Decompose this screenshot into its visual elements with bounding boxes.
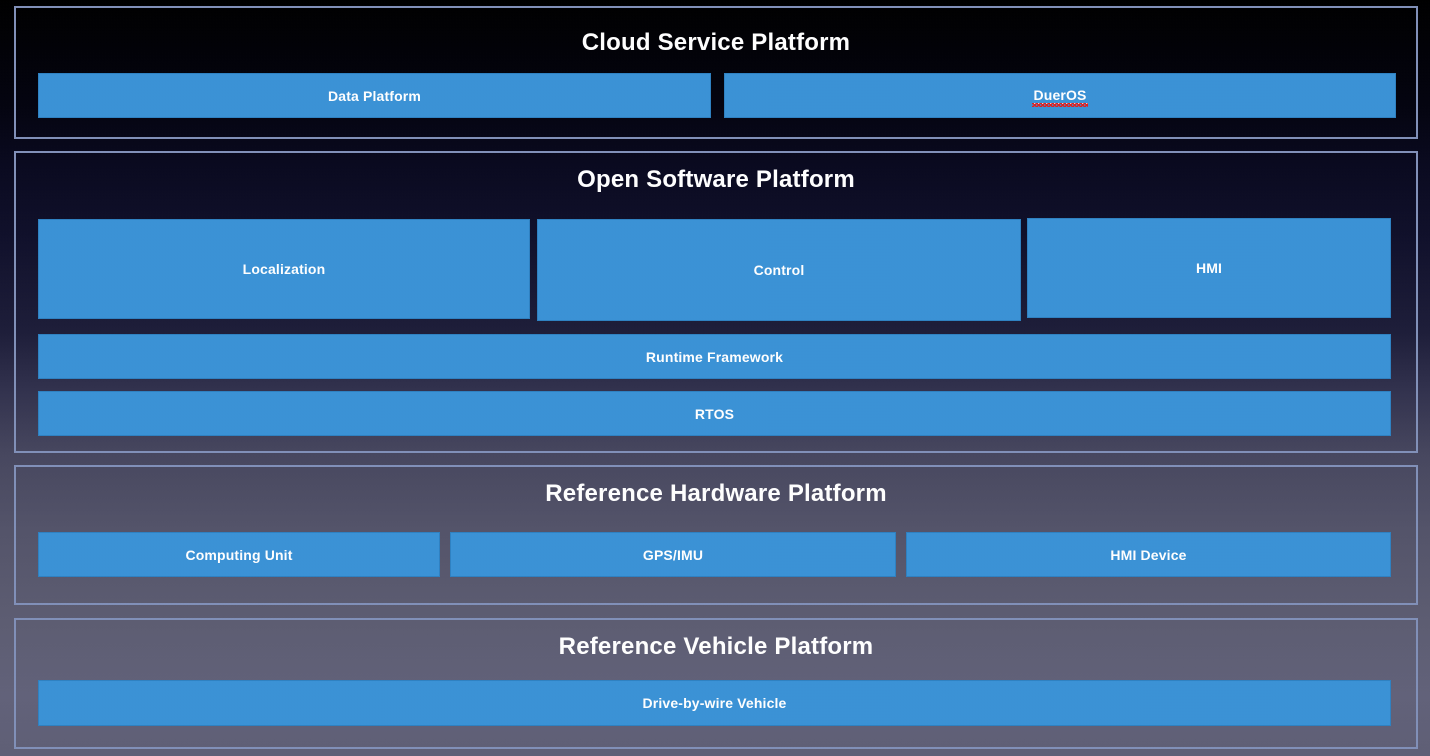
layer-title-reference-vehicle-platform: Reference Vehicle Platform xyxy=(558,633,874,660)
layer-panel-open-software-platform: Open Software Platform Localization Cont… xyxy=(14,151,1418,453)
layer-panel-cloud-service-platform: Cloud Service Platform Data Platform Due… xyxy=(14,6,1418,139)
component-box-control[interactable]: Control xyxy=(537,219,1021,321)
layer-title-cloud-service-platform: Cloud Service Platform xyxy=(581,29,851,56)
component-box-hmi-device[interactable]: HMI Device xyxy=(906,532,1391,577)
component-box-drive-by-wire-vehicle[interactable]: Drive-by-wire Vehicle xyxy=(38,680,1391,726)
component-box-gps-imu[interactable]: GPS/IMU xyxy=(450,532,896,577)
layer-panel-reference-hardware-platform: Reference Hardware Platform Computing Un… xyxy=(14,465,1418,605)
component-box-hmi[interactable]: HMI xyxy=(1027,218,1391,318)
component-box-data-platform[interactable]: Data Platform xyxy=(38,73,711,118)
component-box-runtime-framework[interactable]: Runtime Framework xyxy=(38,334,1391,379)
component-label-dueros: DuerOS xyxy=(1033,87,1087,103)
layer-title-reference-hardware-platform: Reference Hardware Platform xyxy=(545,480,887,507)
component-box-computing-unit[interactable]: Computing Unit xyxy=(38,532,440,577)
text-underline xyxy=(1032,103,1088,104)
component-box-dueros[interactable]: DuerOS xyxy=(724,73,1396,118)
component-box-localization[interactable]: Localization xyxy=(38,219,530,319)
dueros-label-with-spellcheck: DuerOS xyxy=(1032,87,1088,107)
component-box-rtos[interactable]: RTOS xyxy=(38,391,1391,436)
layer-title-open-software-platform: Open Software Platform xyxy=(577,166,855,193)
layer-panel-reference-vehicle-platform: Reference Vehicle Platform Drive-by-wire… xyxy=(14,618,1418,749)
